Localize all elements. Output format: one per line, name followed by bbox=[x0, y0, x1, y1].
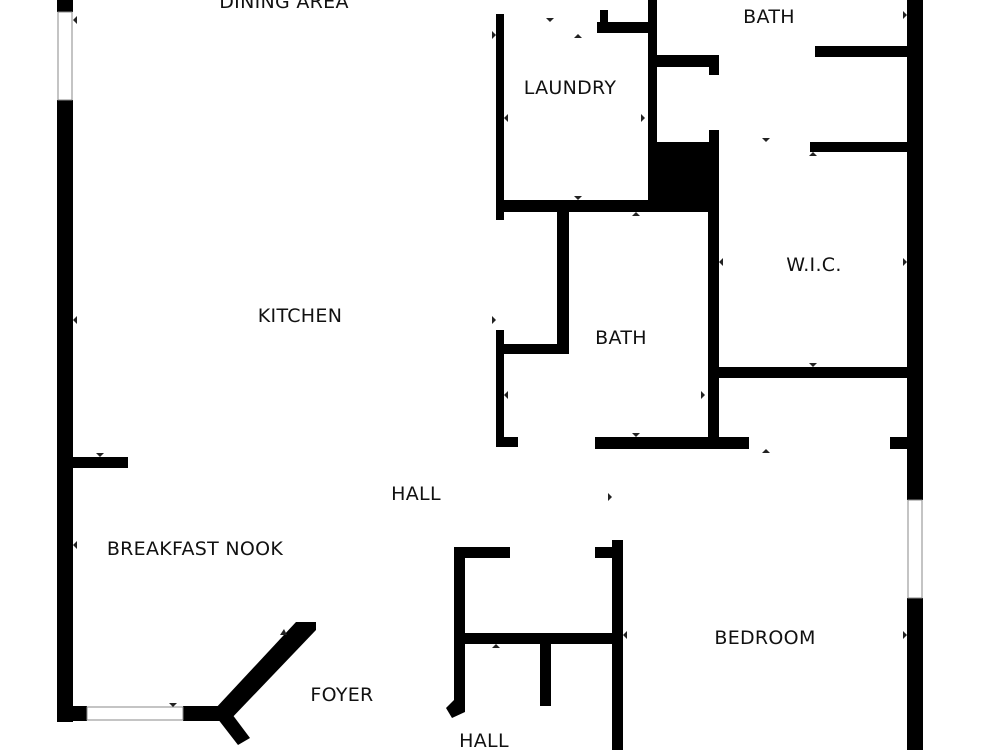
windows bbox=[57, 11, 923, 721]
door-marker bbox=[903, 258, 907, 266]
wall-laundry-top-right bbox=[597, 22, 653, 33]
wall-closet-top-right bbox=[595, 547, 623, 558]
door-marker bbox=[504, 391, 508, 399]
wall-closet-divider bbox=[454, 633, 623, 644]
door-marker bbox=[903, 11, 907, 19]
door-marker bbox=[632, 433, 640, 437]
wall-foyer-diagonal-lower bbox=[214, 706, 250, 745]
wall-bath-bottom bbox=[595, 437, 749, 449]
door-marker bbox=[96, 453, 104, 457]
wall-laundry-top-stub bbox=[600, 10, 608, 24]
wall-bath-top-inner bbox=[657, 55, 719, 67]
room-label-laundry: LAUNDRY bbox=[524, 77, 617, 99]
room-label-dining-area: DINING AREA bbox=[219, 0, 349, 13]
door-marker bbox=[641, 114, 645, 122]
door-marker bbox=[73, 16, 77, 24]
wall-hall-door-jamb bbox=[446, 700, 465, 718]
wall-right-exterior-bottom bbox=[907, 598, 923, 750]
wall-wic-bottom bbox=[719, 367, 909, 378]
window-bedroom bbox=[907, 499, 923, 599]
wall-bath-bottom-left bbox=[496, 437, 518, 447]
wall-bath-closet-right bbox=[557, 210, 569, 354]
door-marker bbox=[73, 316, 77, 324]
door-marker bbox=[280, 629, 287, 635]
wall-bedroom-top-stub bbox=[890, 437, 910, 449]
wall-closet-left bbox=[454, 547, 465, 712]
door-marker bbox=[492, 644, 500, 648]
door-marker bbox=[701, 391, 705, 399]
window-nook bbox=[86, 706, 184, 721]
door-marker bbox=[719, 258, 723, 266]
wall-left-top-stub bbox=[57, 0, 73, 12]
door-marker bbox=[73, 541, 77, 549]
window-left bbox=[57, 11, 73, 101]
wall-closet-top-left bbox=[454, 547, 510, 558]
door-marker bbox=[492, 31, 496, 39]
wall-right-exterior-top bbox=[907, 0, 923, 500]
door-marker bbox=[574, 34, 582, 38]
wall-bath-left bbox=[496, 330, 504, 446]
wall-nook-bottom-right bbox=[183, 706, 223, 721]
door-marker bbox=[762, 449, 770, 453]
wall-bath-top-divider bbox=[815, 46, 915, 57]
wall-foyer-diagonal bbox=[214, 622, 316, 722]
door-marker bbox=[809, 363, 817, 367]
wall-bath-top-inner-lower bbox=[709, 130, 719, 144]
door-marker bbox=[504, 114, 508, 122]
door-marker bbox=[762, 138, 770, 142]
room-label-kitchen: KITCHEN bbox=[258, 305, 342, 327]
wall-bath-top-bottom bbox=[810, 142, 915, 152]
room-label-hall-center: HALL bbox=[391, 483, 441, 505]
door-marker bbox=[546, 18, 554, 22]
wall-laundry-top-left bbox=[496, 14, 504, 42]
wall-nook-partition bbox=[73, 457, 128, 468]
wall-bath-right bbox=[708, 142, 719, 447]
door-marker bbox=[623, 631, 627, 639]
wall-laundry-right bbox=[648, 0, 657, 212]
room-label-hall-bottom: HALL bbox=[459, 730, 509, 750]
room-label-bath-middle: BATH bbox=[595, 327, 647, 349]
door-markers bbox=[73, 11, 907, 707]
wall-chase bbox=[651, 142, 719, 212]
door-marker bbox=[632, 212, 640, 216]
room-label-wic: W.I.C. bbox=[786, 254, 841, 276]
room-label-bedroom: BEDROOM bbox=[714, 627, 815, 649]
room-label-foyer: FOYER bbox=[310, 684, 373, 706]
room-label-breakfast-nook: BREAKFAST NOOK bbox=[107, 538, 284, 560]
wall-left-exterior bbox=[57, 100, 73, 722]
room-labels: DINING AREA BATH LAUNDRY W.I.C. KITCHEN … bbox=[107, 0, 842, 750]
wall-nook-bottom-left bbox=[57, 706, 87, 721]
wall-laundry-left bbox=[496, 14, 504, 220]
door-marker bbox=[608, 493, 612, 501]
door-marker bbox=[574, 196, 582, 200]
door-marker bbox=[903, 631, 907, 639]
walls bbox=[57, 0, 923, 750]
room-label-bath-top: BATH bbox=[743, 6, 795, 28]
wall-lower-closet-stub bbox=[540, 644, 551, 706]
wall-bath-top-inner-stub bbox=[709, 55, 719, 75]
door-marker bbox=[169, 703, 177, 707]
door-marker bbox=[809, 152, 817, 156]
wall-bath-closet-bottom bbox=[504, 344, 569, 354]
door-marker bbox=[492, 316, 496, 324]
wall-bedroom-left bbox=[612, 540, 623, 750]
